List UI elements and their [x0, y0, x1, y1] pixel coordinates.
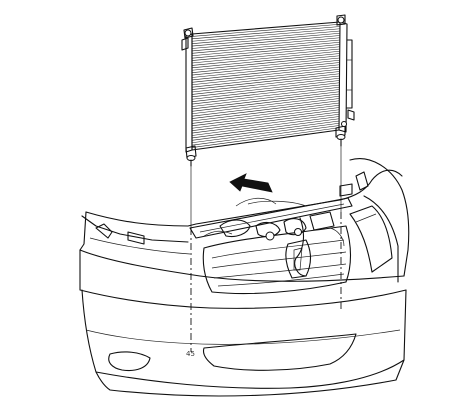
condenser-fin	[191, 73, 340, 90]
condenser-fin	[191, 41, 340, 57]
condenser-fin	[191, 93, 340, 112]
condenser-fin	[191, 62, 340, 78]
top-left-bracket	[181, 27, 194, 51]
condenser-fin	[191, 91, 340, 110]
condenser-fin	[191, 64, 340, 81]
condenser-fin	[191, 86, 340, 105]
hood-edge	[85, 169, 403, 227]
condenser-fins	[191, 23, 341, 148]
condenser-fin	[191, 100, 340, 119]
condenser-fin	[191, 109, 340, 129]
condenser-fin	[191, 80, 340, 98]
condenser-fin	[191, 37, 340, 52]
engine-bay	[203, 197, 345, 277]
removal-arrow-icon	[229, 173, 273, 193]
condenser-fin	[191, 104, 340, 124]
condenser-fin	[191, 95, 340, 115]
condenser-fin	[191, 53, 340, 69]
top-right-bracket	[336, 14, 346, 26]
condenser-fin	[191, 82, 340, 100]
condenser-fin	[191, 75, 340, 93]
condenser-fin	[191, 35, 340, 49]
condenser-fin	[191, 84, 340, 102]
condenser-fin	[191, 26, 340, 40]
condenser-right-tank	[338, 21, 348, 133]
condenser-fin	[191, 30, 340, 44]
condenser-fin	[191, 89, 340, 107]
condenser-fin	[191, 66, 340, 83]
condenser-fin	[191, 111, 340, 131]
bottom-right-mount	[335, 125, 346, 147]
condenser-fin	[191, 122, 340, 144]
condenser-fin	[191, 120, 340, 141]
condenser-fin	[191, 102, 340, 122]
front-bumper	[79, 249, 405, 282]
receiver-drier	[346, 39, 353, 109]
condenser-fin	[191, 113, 340, 134]
condenser	[181, 14, 355, 167]
condenser-fin	[191, 48, 340, 64]
condenser-fin	[191, 59, 340, 76]
right-fender	[349, 158, 410, 277]
lower-intake	[202, 333, 357, 371]
condenser-fin	[191, 28, 340, 42]
alignment-lines	[190, 146, 342, 352]
condenser-fin	[191, 125, 340, 146]
right-headlight	[349, 205, 393, 273]
radiator-support	[189, 197, 353, 239]
condenser-fin	[191, 116, 340, 136]
grille	[202, 225, 352, 295]
condenser-fin	[191, 44, 340, 59]
condenser-fin	[191, 39, 340, 54]
left-fog-light	[108, 351, 151, 372]
condenser-fin	[191, 46, 340, 61]
condenser-left-tank	[185, 33, 193, 153]
condenser-fin	[191, 23, 341, 37]
condenser-fin	[191, 118, 340, 139]
condenser-fin	[191, 71, 340, 88]
callout-text: 45	[186, 350, 195, 358]
condenser-fin	[191, 68, 340, 86]
condenser-fin	[191, 77, 340, 95]
condenser-fin	[191, 55, 340, 71]
condenser-fin	[191, 127, 340, 148]
vehicle-front	[79, 158, 410, 397]
condenser-fin	[191, 98, 340, 117]
condenser-fin	[191, 57, 340, 73]
condenser-fin	[191, 50, 340, 66]
condenser-fin	[191, 32, 340, 47]
condenser-fin	[191, 107, 340, 127]
bottom-left-mount	[185, 145, 197, 167]
